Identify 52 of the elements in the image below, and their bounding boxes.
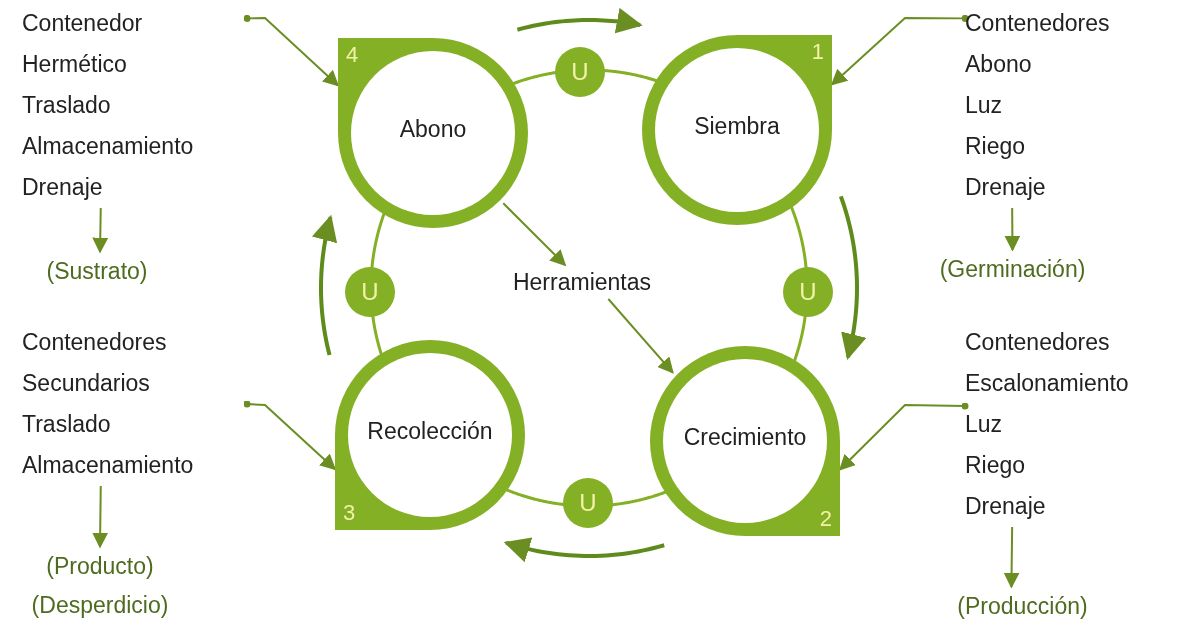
- list-item: Luz: [965, 91, 1003, 120]
- step-number: 2: [819, 506, 832, 532]
- connector-circle: U: [783, 267, 833, 317]
- list-item: Riego: [965, 451, 1026, 480]
- stage-label: Recolección: [366, 418, 494, 445]
- connector-circle: U: [555, 47, 605, 97]
- connector-line: [371, 314, 384, 356]
- list-item: Drenaje: [22, 173, 103, 202]
- connector-line: [792, 314, 807, 363]
- step-number: 3: [343, 500, 356, 526]
- list-item: Almacenamiento: [22, 132, 194, 161]
- stage-circle: [338, 38, 528, 228]
- stage-label: Crecimiento: [682, 424, 808, 451]
- leader-arrow: [243, 14, 340, 87]
- connector-circle: U: [563, 478, 613, 528]
- stage-label: Abono: [398, 116, 468, 143]
- result-label: (Desperdicio): [30, 591, 170, 620]
- arrow: [92, 485, 109, 549]
- step-number: 4: [346, 42, 359, 68]
- list-item: Drenaje: [965, 492, 1046, 521]
- list-item: Traslado: [22, 91, 111, 120]
- connector-line: [789, 205, 808, 269]
- arrow: [1003, 526, 1020, 589]
- list-item: Hermético: [22, 50, 127, 79]
- list-item: Contenedores: [22, 328, 167, 357]
- stage-circle: [642, 35, 832, 225]
- result-label: (Producción): [930, 587, 1115, 622]
- list-item: Secundarios: [22, 369, 150, 398]
- step-number: 1: [811, 39, 824, 65]
- list-item: Riego: [965, 132, 1026, 161]
- result-label: (Germinación): [915, 250, 1110, 289]
- list-item: Almacenamiento: [22, 451, 194, 480]
- result-label: (Sustrato): [22, 252, 172, 291]
- arrow: [502, 202, 567, 267]
- stage-circle: [335, 340, 525, 530]
- list-item: Contenedor: [22, 9, 143, 38]
- stage-circle: [650, 346, 840, 536]
- list-item: Contenedores: [965, 9, 1110, 38]
- arrow: [607, 298, 674, 374]
- list-item: Abono: [965, 50, 1032, 79]
- list-item: Contenedores: [965, 328, 1110, 357]
- result-label: (Producto): [45, 552, 155, 581]
- center-label: Herramientas: [488, 265, 676, 299]
- leader-arrow: [243, 400, 337, 471]
- arrow: [92, 207, 109, 254]
- list-item: Escalonamiento: [965, 369, 1129, 398]
- connector-circle: U: [345, 267, 395, 317]
- list-item: Luz: [965, 410, 1003, 439]
- list-item: Drenaje: [965, 173, 1046, 202]
- arrow: [1004, 207, 1021, 252]
- list-item: Traslado: [22, 410, 111, 439]
- stage-label: Siembra: [693, 113, 781, 140]
